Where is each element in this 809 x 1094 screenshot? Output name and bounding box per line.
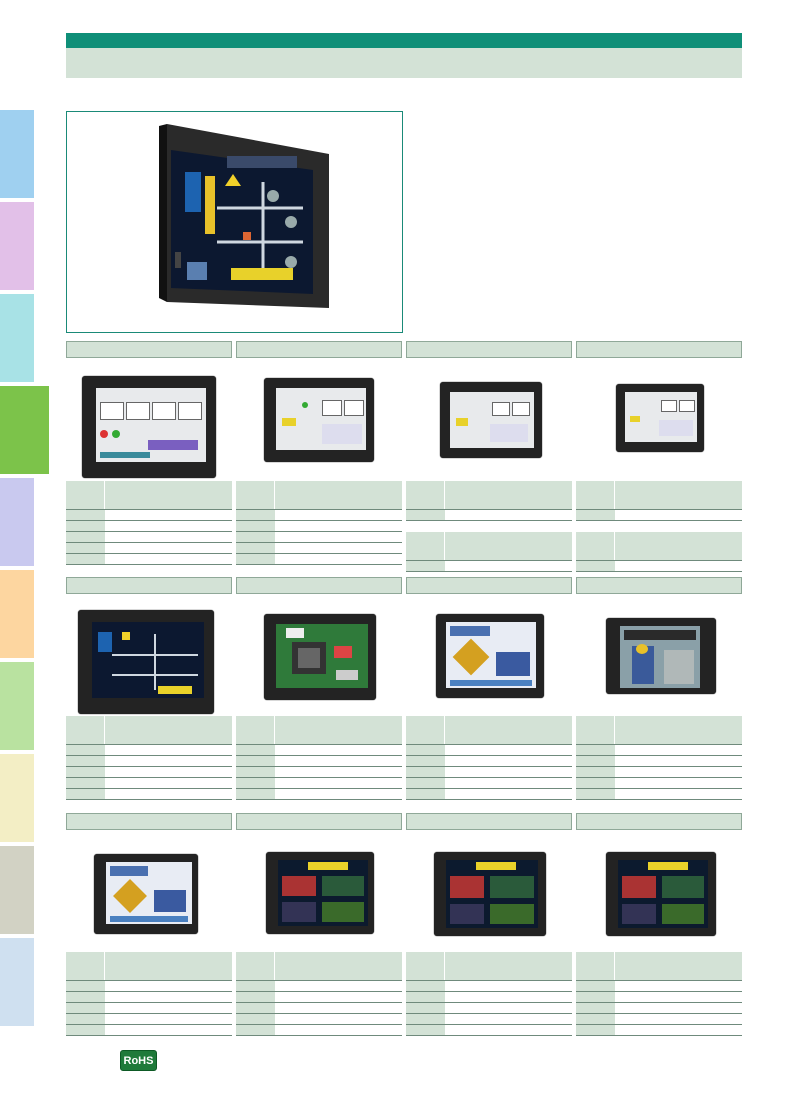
- section-bar: [66, 341, 232, 358]
- product-image-mid-2: [264, 614, 376, 700]
- spec-table: [576, 716, 742, 800]
- section-bar: [236, 577, 402, 594]
- spec-table: [66, 716, 232, 800]
- side-tab-8[interactable]: [0, 754, 34, 842]
- side-tab-3[interactable]: [0, 294, 34, 382]
- section-bar: [236, 813, 402, 830]
- side-tab-9[interactable]: [0, 846, 34, 934]
- spec-table: [576, 532, 742, 572]
- header-title-bar: [66, 48, 742, 78]
- spec-table: [66, 952, 232, 1036]
- hero-image-frame: [66, 111, 403, 333]
- spec-table: [406, 481, 572, 521]
- product-image-mid-1: [78, 610, 214, 714]
- rohs-badge-label: RoHS: [123, 1054, 154, 1067]
- spec-table: [66, 481, 232, 565]
- spec-table: [406, 952, 572, 1036]
- side-tab-7[interactable]: [0, 662, 34, 750]
- product-image-bot-3: [434, 852, 546, 936]
- side-tab-2[interactable]: [0, 202, 34, 290]
- side-tab-5[interactable]: [0, 478, 34, 566]
- section-bar: [66, 577, 232, 594]
- section-bar: [406, 813, 572, 830]
- product-image-top-4: [616, 384, 704, 452]
- spec-table: [576, 952, 742, 1036]
- product-image-top-2: [264, 378, 374, 462]
- section-bar: [66, 813, 232, 830]
- side-tab-10[interactable]: [0, 938, 34, 1026]
- spec-table: [406, 532, 572, 572]
- section-bar: [576, 813, 742, 830]
- spec-table: [236, 952, 402, 1036]
- section-bar: [236, 341, 402, 358]
- header-accent-bar: [66, 33, 742, 48]
- side-tab-6[interactable]: [0, 570, 34, 658]
- product-image-top-1: [82, 376, 216, 478]
- hero-product-image: [159, 124, 329, 308]
- spec-table: [576, 481, 742, 521]
- side-tab-1[interactable]: [0, 110, 34, 198]
- product-image-mid-4: [606, 618, 716, 694]
- spec-table: [236, 481, 402, 565]
- product-image-bot-4: [606, 852, 716, 936]
- product-image-bot-2: [266, 852, 374, 934]
- section-bar: [576, 577, 742, 594]
- product-image-bot-1: [94, 854, 198, 934]
- section-bar: [406, 341, 572, 358]
- rohs-badge: RoHS: [120, 1050, 157, 1071]
- spec-table: [236, 716, 402, 800]
- spec-table: [406, 716, 572, 800]
- product-image-mid-3: [436, 614, 544, 698]
- side-tab-4-active[interactable]: [0, 386, 49, 474]
- product-image-top-3: [440, 382, 542, 458]
- section-bar: [576, 341, 742, 358]
- section-bar: [406, 577, 572, 594]
